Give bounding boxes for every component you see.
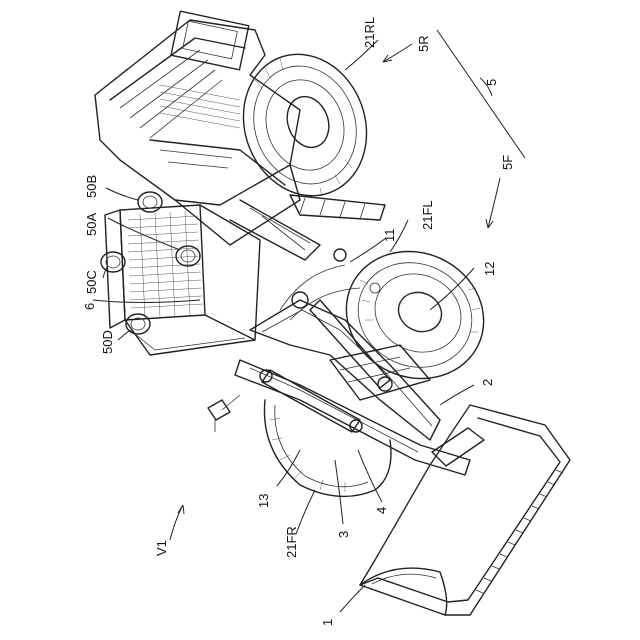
label-v1: V1 — [154, 540, 169, 556]
label-21fl: 21FL — [420, 200, 435, 230]
rear-body — [95, 11, 385, 260]
light-50b — [138, 192, 162, 212]
label-5r: 5R — [416, 35, 431, 52]
light-50d — [126, 314, 150, 334]
wheel-21rl — [224, 37, 386, 213]
bucket — [360, 405, 570, 615]
label-5f: 5F — [500, 155, 515, 170]
label-4: 4 — [374, 507, 389, 514]
label-21rl: 21RL — [362, 17, 377, 48]
light-50c — [101, 252, 125, 272]
label-12: 12 — [482, 262, 497, 276]
label-5: 5 — [484, 79, 499, 86]
label-50b: 50B — [84, 175, 99, 198]
label-50c: 50C — [84, 270, 99, 294]
label-50a: 50A — [84, 213, 99, 236]
label-13: 13 — [256, 494, 271, 508]
label-50d: 50D — [100, 330, 115, 354]
front-frame-and-boom — [208, 249, 470, 475]
label-6: 6 — [82, 303, 97, 310]
label-2: 2 — [480, 379, 495, 386]
leader-lines — [93, 30, 525, 612]
label-3: 3 — [336, 531, 351, 538]
label-21fr: 21FR — [284, 526, 299, 558]
label-1: 1 — [320, 619, 335, 626]
label-11: 11 — [382, 229, 397, 243]
